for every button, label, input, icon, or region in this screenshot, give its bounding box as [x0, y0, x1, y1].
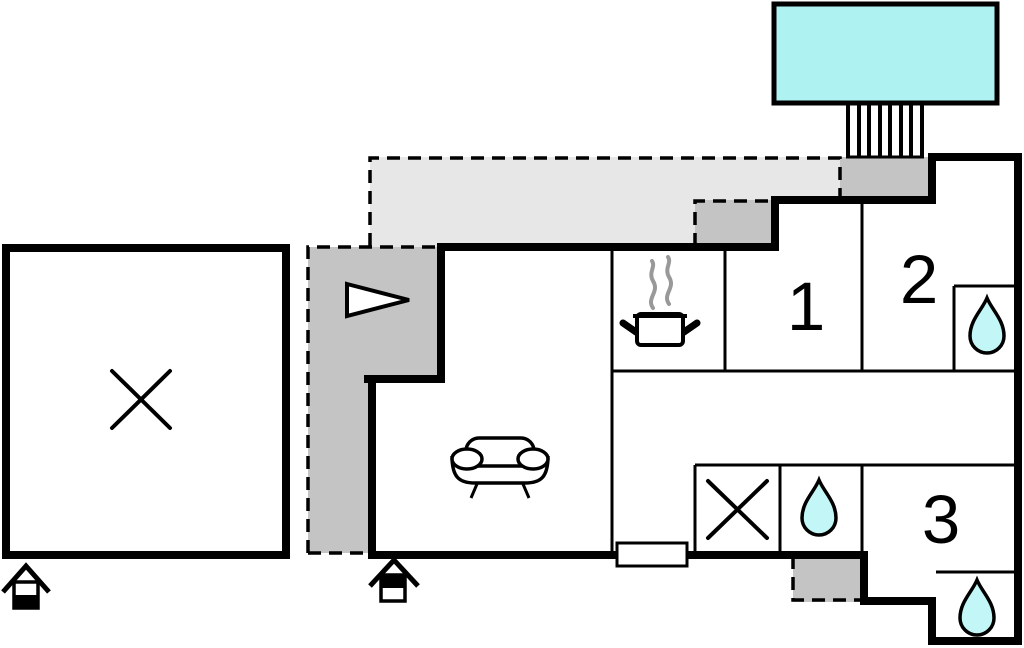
- entrance-door: [615, 541, 689, 568]
- terrace-patch-south: [793, 554, 866, 602]
- dashed-boundaries: [306, 156, 863, 602]
- upper-floor-indicator-icon: [368, 556, 420, 603]
- side-terrace-area: [308, 247, 441, 553]
- sofa-icon: [450, 436, 550, 499]
- water-drops: [800, 293, 1006, 637]
- dashed-covered-terrace: [368, 156, 842, 246]
- swimming-pool: [771, 1, 1000, 106]
- steam-icon: [665, 255, 673, 306]
- interior-walls: [610, 200, 1018, 574]
- shower-cross-icon: [706, 479, 769, 540]
- terrace-patch-pool-entry: [840, 157, 934, 203]
- water-drop-icon-hall: [800, 475, 838, 537]
- water-drop-icon-room2: [968, 293, 1006, 355]
- outer-walls: [364, 153, 1022, 645]
- terrace-patch-kitchen: [695, 200, 775, 247]
- entrance-arrow-icon: [345, 281, 410, 319]
- water-drop-icon-room3: [958, 575, 996, 637]
- annex-cross-icon: [110, 369, 172, 430]
- annex-room: [2, 244, 290, 559]
- cooking-pot-icon: [619, 255, 701, 347]
- room-3-label: 3: [922, 481, 960, 558]
- room-1-label: 1: [787, 268, 825, 345]
- room-2-label: 2: [900, 241, 938, 318]
- pool-steps: [846, 104, 924, 159]
- dashed-kitchen-patch: [693, 199, 772, 246]
- steam-icon: [649, 259, 657, 310]
- dashed-south-patch: [791, 556, 863, 602]
- dashed-side-terrace-top: [306, 245, 440, 553]
- ground-floor-indicator-icon: [1, 562, 51, 610]
- terraces-dark: [308, 157, 934, 602]
